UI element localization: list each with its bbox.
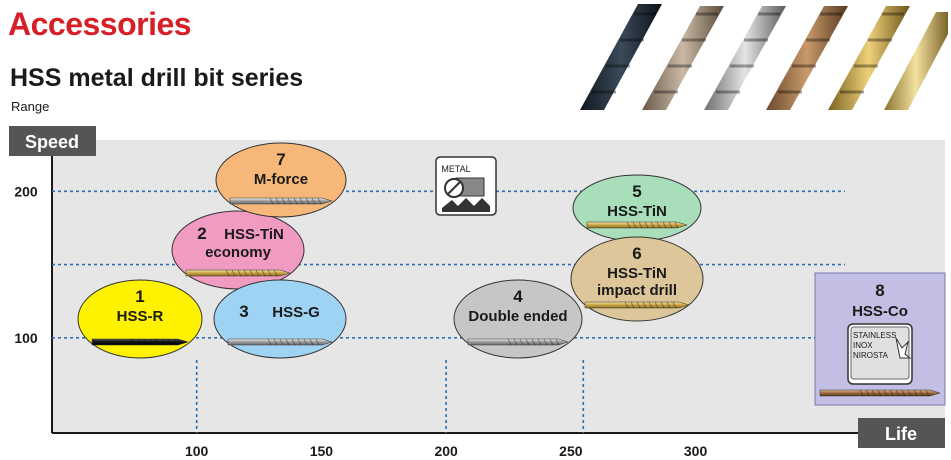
x-axis-title: Life (858, 418, 945, 448)
badge-text: NIROSTA (853, 351, 889, 360)
range-label: Range (11, 99, 50, 114)
series-number: 4 (513, 287, 523, 306)
badge-text: STAINLESS (853, 331, 896, 340)
series-point-7: 7M-force (215, 142, 347, 218)
drill-bits-photo (580, 4, 948, 110)
drill-bit-image (91, 338, 189, 346)
x-tick-label: 100 (185, 443, 209, 459)
x-axis-label: Life (885, 424, 917, 444)
series-point-3: 3 HSS-G (213, 279, 347, 359)
x-tick-label: 300 (684, 443, 708, 459)
series-name-line: impact drill (597, 282, 677, 299)
series-name-line: M-force (254, 171, 308, 188)
series-number: 1 (135, 287, 144, 306)
drill-bit-copper (642, 6, 724, 110)
series-number: 5 (632, 182, 641, 201)
y-tick-label: 100 (14, 330, 38, 346)
drill-bit-image (467, 338, 569, 346)
drill-bit-black (580, 4, 662, 110)
x-tick-label: 200 (434, 443, 458, 459)
series-number: 7 (276, 150, 285, 169)
series-number: 8 (875, 281, 884, 300)
x-tick-label: 150 (310, 443, 334, 459)
y-axis-title: Speed (9, 126, 96, 156)
drill-bit-gold (828, 6, 910, 110)
y-tick-label: 200 (14, 183, 38, 199)
series-name-line: HSS-TiN (224, 226, 284, 243)
series-number: 2 (197, 224, 206, 243)
series-name-line: HSS-TiN (607, 203, 667, 220)
x-tick-label: 250 (559, 443, 583, 459)
drill-bit-image (819, 389, 941, 397)
y-tick-labels: 100 200 (14, 183, 38, 346)
series-ellipse (453, 279, 583, 359)
drill-bit-image (227, 338, 333, 346)
y-axis-label: Speed (25, 132, 79, 152)
series-name-line: HSS-G (272, 304, 320, 321)
series-name-line: HSS-R (117, 308, 164, 325)
drill-bit-light-gold (884, 12, 948, 110)
badge-text: INOX (853, 341, 873, 350)
series-ellipse (213, 279, 347, 359)
drill-bit-image (185, 269, 291, 277)
page-subtitle: HSS metal drill bit series (10, 64, 304, 92)
drill-bit-image (586, 221, 688, 229)
metal-icon: METAL (435, 156, 497, 216)
page-title: Accessories (8, 6, 192, 42)
series-name-line: economy (205, 244, 272, 261)
series-name-line: Double ended (468, 308, 567, 325)
series-name-line: HSS-TiN (607, 265, 667, 282)
series-number: 6 (632, 244, 641, 263)
x-tick-labels: 100 150 200 250 300 (185, 443, 707, 459)
series-ellipse (77, 279, 203, 359)
series-ellipse (570, 236, 704, 322)
series-name: HSS-Co (852, 303, 908, 320)
drill-bit-image (229, 197, 333, 205)
drill-bit-image (584, 301, 690, 309)
drill-bit-silver (704, 6, 786, 110)
metal-icon-label: METAL (441, 164, 470, 174)
drill-bit-bronze (766, 6, 848, 110)
series-number: 3 (239, 302, 248, 321)
